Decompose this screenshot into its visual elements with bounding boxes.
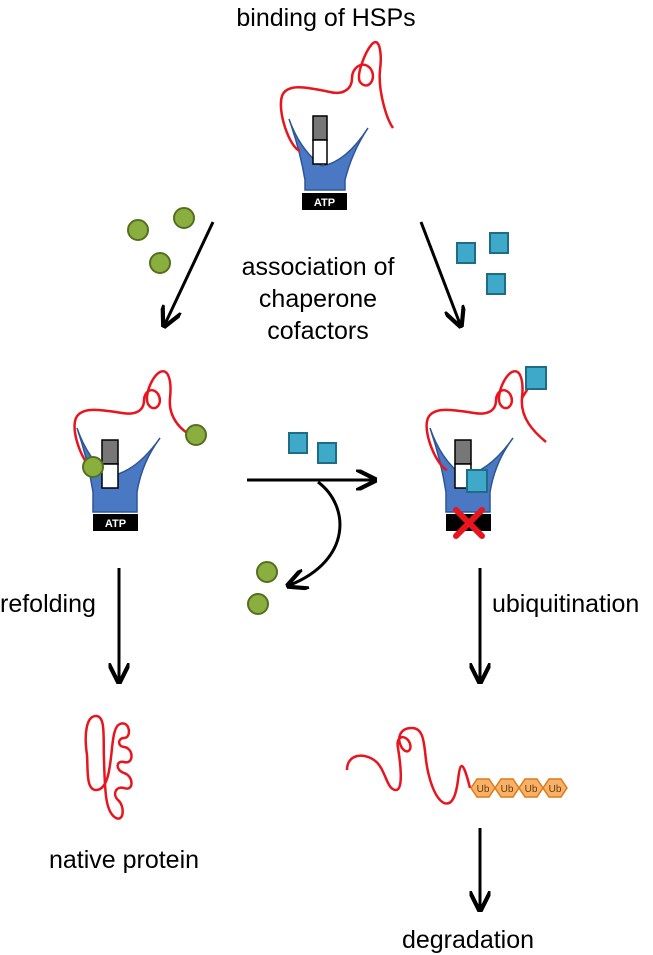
blue-cofactor-bound (525, 366, 547, 390)
svg-text:Ub: Ub (549, 784, 562, 795)
substrate-binding-white-top (312, 139, 328, 165)
label-degradation: degradation (402, 926, 534, 954)
native-protein (84, 714, 133, 820)
arrow-to-refolding-complex (165, 221, 215, 324)
label-refolding: refolding (0, 590, 96, 618)
svg-text:ATP: ATP (314, 197, 335, 209)
inhibition-x-icon (453, 507, 485, 539)
blue-cofactor (486, 273, 506, 295)
blue-cofactor (489, 232, 509, 254)
atp-box-left (93, 514, 138, 531)
hsp-complex-top: ATP (279, 40, 395, 210)
ubiquitin-chain: Ub Ub Ub Ub (470, 778, 568, 798)
unfolded-protein-top (279, 40, 395, 153)
ubiquitinated-protein: Ub Ub Ub Ub (345, 726, 568, 805)
blue-cofactor (288, 432, 308, 454)
label-native-protein: native protein (49, 846, 199, 874)
svg-text:Ub: Ub (477, 784, 490, 795)
svg-text:Ub: Ub (501, 784, 514, 795)
blue-cofactor (456, 242, 476, 264)
arrow-to-ubiquitination-complex (419, 221, 460, 324)
green-cofactor-bound (82, 456, 104, 478)
green-cofactor-bound (185, 424, 207, 446)
label-ubiquitination: ubiquitination (492, 590, 639, 618)
substrate-binding-gray-left (101, 439, 119, 465)
label-binding-of-hsps: binding of HSPs (236, 4, 415, 32)
hsp-complex-left: ATP (73, 370, 207, 531)
atp-box-top (302, 193, 347, 210)
green-cofactor-released (247, 593, 269, 615)
svg-text:Ub: Ub (525, 784, 538, 795)
green-cofactor (127, 219, 149, 241)
unfolded-protein-right (425, 370, 547, 472)
arrow-release-green-cofactors (290, 480, 342, 585)
blue-cofactor (317, 442, 337, 464)
svg-text:ATP: ATP (105, 518, 126, 530)
chaperone-top (288, 118, 369, 191)
label-association-line-1: association of (242, 253, 395, 281)
green-cofactor (149, 252, 171, 274)
green-cofactor-released (256, 561, 278, 583)
hsp-complex-right (425, 366, 547, 539)
substrate-binding-white-left (101, 463, 119, 489)
label-association-line-3: cofactors (267, 317, 368, 345)
substrate-binding-gray-top (312, 115, 328, 141)
label-association-line-2: chaperone (259, 285, 377, 313)
ubiquitin-hexagon (542, 778, 568, 798)
substrate-binding-gray-right (454, 439, 472, 465)
blue-cofactor-bound (466, 469, 488, 493)
unfolded-protein-left (73, 370, 195, 472)
green-cofactor (173, 207, 195, 229)
